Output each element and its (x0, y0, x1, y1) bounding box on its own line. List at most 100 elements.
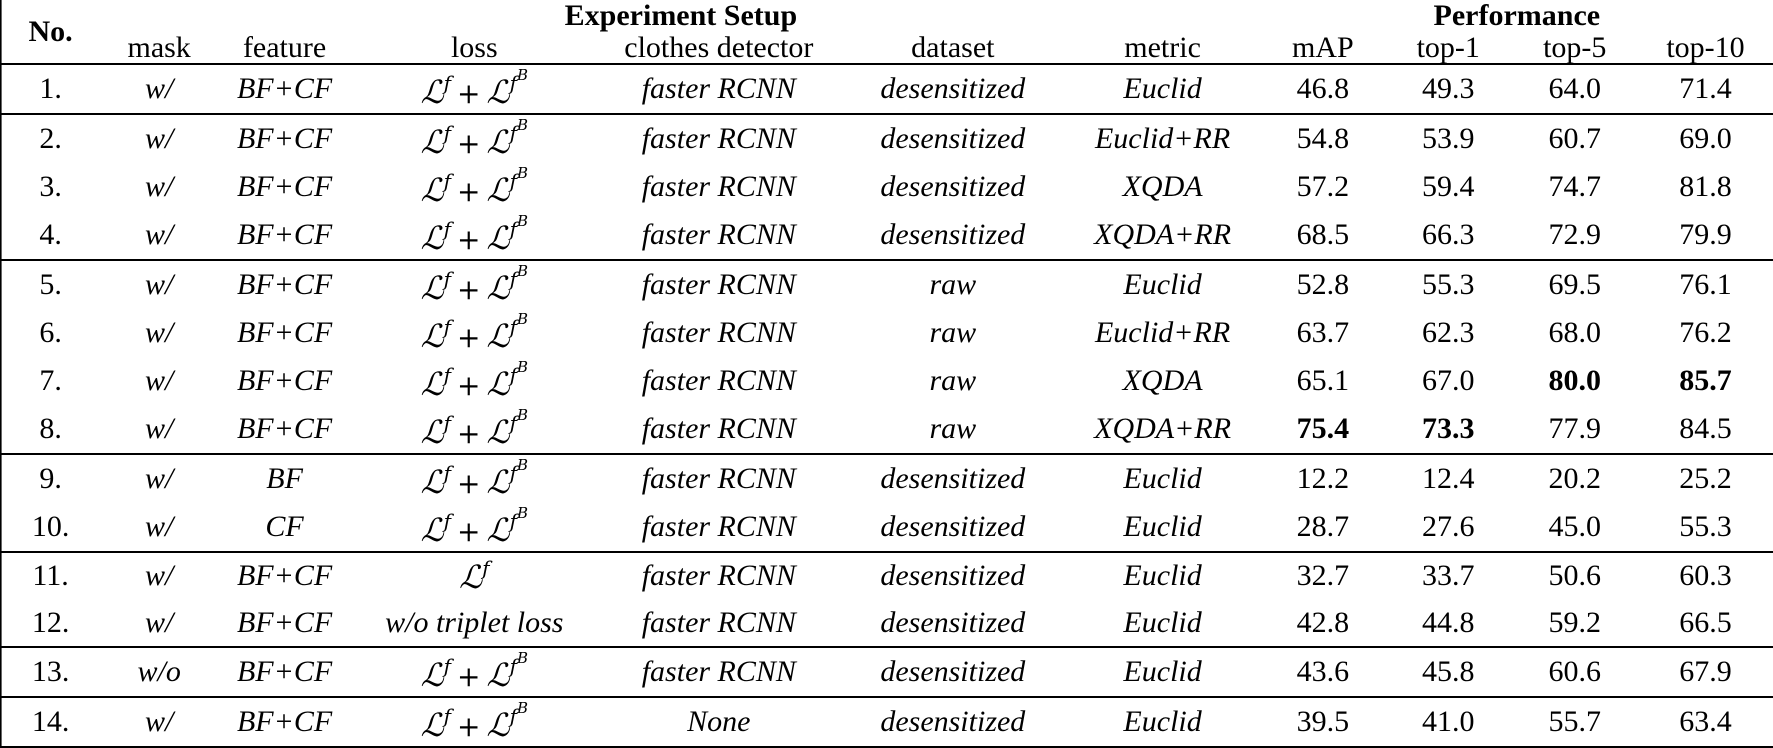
plus-operator: + (457, 417, 481, 451)
cell-no: 13. (0, 645, 102, 697)
cell-mask: w/ (101, 453, 218, 504)
cell-loss: ℒf+ℒfB (352, 113, 597, 164)
script-l-symbol: ℒ (420, 219, 444, 258)
cell-metric: Euclid (1064, 259, 1261, 310)
loss-formula: ℒf+ℒfB (420, 118, 528, 162)
cell-no: 6. (0, 309, 101, 357)
cell-metric: Euclid (1064, 62, 1261, 115)
cell-map: 32.7 (1260, 551, 1385, 600)
superscript-f: f (443, 509, 452, 534)
cell-metric: XQDA+RR (1094, 412, 1232, 446)
script-l-symbol: ℒ (486, 463, 510, 502)
cell-feature: BF (217, 453, 353, 504)
superscript-f: fB (509, 262, 528, 292)
header-no: No. (0, 0, 101, 64)
script-l-symbol: ℒ (486, 365, 510, 404)
loss-formula: ℒf+ℒfB (421, 311, 528, 355)
plus-operator: + (457, 321, 481, 355)
cell-metric: XQDA (1122, 364, 1203, 398)
script-l-symbol: ℒ (420, 73, 444, 112)
cell-metric: Euclid (1064, 695, 1261, 748)
header-performance: Performance (1433, 0, 1601, 32)
superscript-b: B (516, 164, 528, 183)
superscript-f: fB (509, 699, 528, 729)
cell-top5: 60.7 (1511, 113, 1638, 164)
cell-feature: BF+CF (217, 695, 353, 748)
superscript-f: f (443, 704, 452, 729)
superscript-f: fB (509, 358, 528, 388)
cell-clothes-detector: faster RCNN (596, 62, 842, 115)
cell-top5: 74.7 (1548, 170, 1601, 204)
cell-feature: BF+CF (236, 218, 333, 252)
cell-loss: ℒf+ℒfB (352, 163, 597, 211)
superscript-f: fB (509, 164, 528, 194)
header-top5: top-5 (1543, 31, 1607, 64)
cell-top5: 20.2 (1511, 453, 1638, 504)
loss-text: w/o triplet loss (385, 605, 564, 639)
script-l-symbol: ℒ (486, 655, 510, 694)
cell-top1: 67.0 (1421, 364, 1475, 398)
cell-feature: BF+CF (236, 412, 333, 446)
script-l-symbol: ℒ (420, 463, 444, 502)
script-l-symbol: ℒ (486, 123, 510, 162)
cell-dataset: desensitized (841, 645, 1065, 697)
cell-top5: 68.0 (1548, 316, 1601, 350)
loss-formula: ℒf+ℒfB (420, 700, 528, 745)
cell-metric: Euclid (1064, 645, 1261, 697)
cell-top5: 45.0 (1548, 510, 1601, 544)
cell-no: 1. (0, 62, 102, 115)
cell-clothes-detector: faster RCNN (641, 218, 796, 252)
cell-dataset: raw (929, 412, 977, 446)
script-l-symbol: ℒ (420, 171, 444, 210)
cell-clothes-detector: faster RCNN (641, 364, 796, 398)
cell-top10: 67.9 (1637, 645, 1773, 697)
cell-top1: 41.0 (1385, 695, 1512, 748)
cell-loss: ℒf+ℒfB (352, 405, 597, 454)
cell-map: 68.5 (1296, 218, 1350, 252)
superscript-f: f (443, 267, 452, 292)
header-clothes-detector: clothes detector (624, 31, 814, 64)
cell-no: 11. (0, 551, 102, 600)
cell-top10: 85.7 (1679, 364, 1732, 398)
cell-top5: 59.2 (1548, 605, 1601, 639)
cell-feature: BF+CF (236, 170, 333, 204)
superscript-b: B (516, 406, 528, 425)
cell-no: 10. (0, 503, 101, 552)
plus-operator: + (457, 659, 481, 693)
cell-mask: w/ (101, 113, 218, 164)
loss-formula: ℒf+ℒfB (420, 67, 528, 112)
cell-top10: 76.1 (1637, 259, 1773, 310)
cell-top5: 77.9 (1548, 412, 1601, 446)
cell-feature: CF (265, 510, 304, 544)
superscript-f: f (443, 71, 452, 96)
cell-feature: BF+CF (236, 364, 333, 398)
cell-mask: w/ (101, 309, 217, 357)
cell-metric: Euclid+RR (1094, 316, 1231, 350)
cell-no: 8. (0, 405, 101, 454)
superscript-f: f (482, 555, 490, 580)
header-experiment-setup: Experiment Setup (564, 0, 798, 32)
header-feature: feature (242, 31, 327, 64)
cell-mask: w/ (101, 259, 218, 310)
cell-map: 75.4 (1296, 412, 1350, 446)
superscript-b: B (516, 116, 528, 135)
cell-clothes-detector: faster RCNN (641, 316, 796, 350)
header-group-row: No. Experiment Setup Performance (0, 0, 1773, 47)
cell-map: 46.8 (1260, 62, 1385, 115)
superscript-f: f (443, 461, 452, 486)
cell-top1: 55.3 (1385, 259, 1512, 310)
plus-operator: + (457, 77, 481, 111)
script-l-symbol: ℒ (486, 171, 510, 210)
cell-no: 2. (0, 113, 102, 164)
cell-feature: BF+CF (217, 645, 353, 697)
cell-clothes-detector: faster RCNN (641, 170, 796, 204)
cell-mask: w/ (101, 599, 217, 646)
script-l-symbol: ℒ (420, 511, 444, 550)
cell-loss: ℒf+ℒfB (352, 453, 597, 504)
script-l-symbol: ℒ (420, 706, 444, 745)
script-l-symbol: ℒ (420, 123, 444, 162)
